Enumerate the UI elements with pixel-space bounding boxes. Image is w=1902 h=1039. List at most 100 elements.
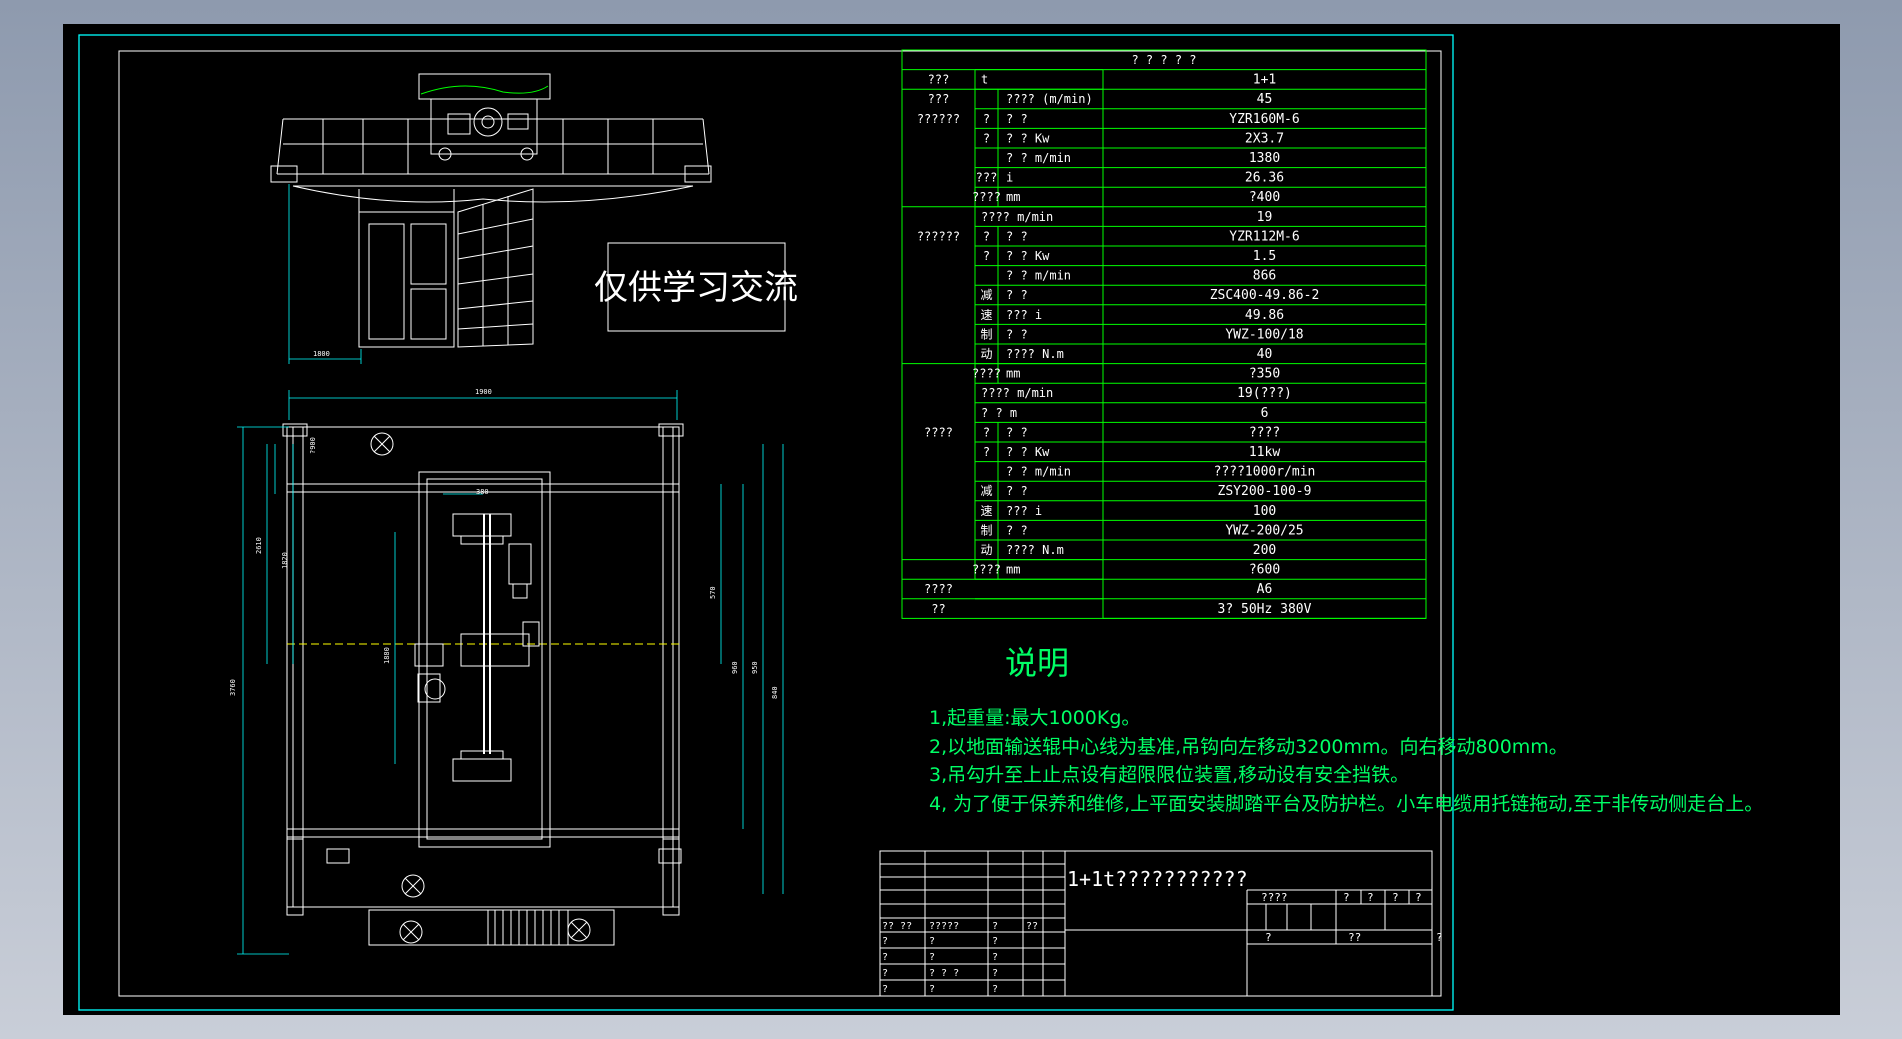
- note-item-2: 2,以地面输送辊中心线为基准,吊钩向左移动3200mm。向右移动800mm。: [929, 736, 1568, 758]
- spec-cell: ???: [928, 73, 950, 87]
- spec-cell: ? ? m/min: [1006, 465, 1071, 479]
- spec-cell: ?350: [1249, 367, 1280, 382]
- spec-cell: ? ?: [1006, 229, 1028, 243]
- spec-cell: ???? m/min: [981, 386, 1053, 400]
- spec-cell: ???? N.m: [1006, 543, 1064, 557]
- dim-left-c: ?900: [309, 437, 317, 454]
- spec-cell: ? ?: [1006, 327, 1028, 341]
- spec-cell: YZR160M-6: [1229, 112, 1299, 127]
- spec-cell: ?600: [1249, 563, 1280, 578]
- spec-cell: ????: [1249, 425, 1280, 440]
- spec-cell: 49.86: [1245, 308, 1284, 323]
- dim-right-a: 570: [709, 586, 717, 599]
- spec-cell: 速: [980, 308, 992, 322]
- spec-cell: ? ?: [1006, 112, 1028, 126]
- spec-cell: 6: [1261, 406, 1269, 421]
- spec-cell: ??: [931, 602, 945, 616]
- spec-cell: 3? 50Hz 380V: [1218, 602, 1312, 617]
- spec-cell: ???: [928, 92, 950, 106]
- spec-cell: 1+1: [1253, 73, 1276, 88]
- spec-cell: 26.36: [1245, 171, 1284, 186]
- drawing-frame: [118, 50, 1442, 997]
- spec-cell: ? ? Kw: [1006, 249, 1050, 263]
- svg-text:?: ?: [929, 936, 935, 947]
- svg-text:?????: ?????: [929, 921, 959, 932]
- spec-cell: ?: [983, 229, 990, 243]
- spec-cell: ???? m/min: [981, 210, 1053, 224]
- spec-cell: ????: [972, 367, 1001, 381]
- spec-cell: ?400: [1249, 190, 1280, 205]
- spec-cell: mm: [1006, 367, 1020, 381]
- spec-cell: t: [981, 73, 988, 87]
- dim-top-hook: 380: [476, 488, 489, 496]
- spec-cell: ? ?: [1006, 425, 1028, 439]
- note-item-1: 1,起重量:最大1000Kg。: [929, 707, 1140, 729]
- spec-cell: ????: [924, 582, 953, 596]
- spec-cell: 45: [1257, 92, 1273, 107]
- watermark-box: [607, 242, 786, 332]
- cad-viewport[interactable]: 1800 仅供学习交流: [63, 24, 1840, 1015]
- svg-text:?: ?: [1392, 891, 1399, 904]
- svg-text:??: ??: [1348, 931, 1361, 944]
- spec-cell: ??????: [917, 229, 960, 243]
- spec-cell: mm: [1006, 563, 1020, 577]
- spec-cell: ??? i: [1006, 504, 1042, 518]
- sheet-border: [78, 34, 1454, 1011]
- svg-text:?? ??: ?? ??: [882, 921, 912, 932]
- note-item-4: 4, 为了便于保养和维修,上平面安装脚踏平台及防护栏。小车电缆用托链拖动,至于非…: [929, 793, 1763, 815]
- svg-text:?: ?: [1343, 891, 1350, 904]
- dim-left-a: 2610: [255, 537, 263, 554]
- note-item-3: 3,吊勾升至上止点设有超限限位装置,移动设有安全挡铁。: [929, 764, 1409, 786]
- spec-cell: 100: [1253, 504, 1276, 519]
- plan-view-hatches: [370, 432, 591, 944]
- spec-cell: ???? (m/min): [1006, 92, 1093, 106]
- svg-text:?: ?: [992, 984, 998, 995]
- spec-cell: 2X3.7: [1245, 131, 1284, 146]
- spec-cell: ????: [924, 425, 953, 439]
- spec-cell: 制: [980, 523, 992, 537]
- svg-text:?: ?: [929, 984, 935, 995]
- plan-view-dims: [237, 390, 784, 955]
- spec-cell: ? ? ? ? ?: [1131, 53, 1196, 67]
- svg-text:?: ?: [992, 921, 998, 932]
- spec-cell: ZSY200-100-9: [1218, 484, 1312, 499]
- spec-cell: ??????: [917, 112, 960, 126]
- spec-cell: 动: [980, 543, 992, 557]
- svg-text:?: ?: [882, 968, 888, 979]
- spec-cell: YZR112M-6: [1229, 229, 1299, 244]
- svg-text:?: ?: [1367, 891, 1374, 904]
- spec-cell: 制: [980, 327, 992, 341]
- svg-text:?: ?: [992, 968, 998, 979]
- spec-cell: 866: [1253, 269, 1276, 284]
- dim-right-c: 950: [751, 661, 759, 674]
- spec-cell: ?: [983, 249, 990, 263]
- spec-cell: ????1000r/min: [1214, 465, 1316, 480]
- svg-text:?: ?: [1436, 931, 1443, 944]
- revision-cells: ?? ?? ????? ? ?? ? ? ? ? ? ? ? ? ? ? ? ?…: [882, 921, 1038, 995]
- spec-cell: ? ?: [1006, 288, 1028, 302]
- spec-cell: ???? N.m: [1006, 347, 1064, 361]
- spec-cell: 动: [980, 347, 992, 361]
- spec-cell: ?: [983, 445, 990, 459]
- spec-cell: 200: [1253, 543, 1276, 558]
- title-block: [879, 850, 1433, 997]
- watermark-text: 仅供学习交流: [594, 268, 798, 308]
- spec-cell: ?: [983, 112, 990, 126]
- spec-cell: YWZ-100/18: [1225, 327, 1303, 342]
- svg-text:?: ?: [929, 952, 935, 963]
- dim-plan-width: 1900: [475, 388, 492, 396]
- spec-cell: ?: [983, 425, 990, 439]
- notes-title: 说明: [1005, 644, 1069, 682]
- spec-cell: ????: [972, 563, 1001, 577]
- svg-text:?: ?: [882, 952, 888, 963]
- spec-cell: i: [1006, 171, 1013, 185]
- svg-text:??: ??: [1026, 921, 1038, 932]
- spec-cell: 减: [980, 288, 992, 302]
- cad-drawing: 1800 仅供学习交流: [78, 34, 1763, 1011]
- spec-cell: 19(???): [1237, 386, 1292, 401]
- spec-cell: ? ? Kw: [1006, 445, 1050, 459]
- dim-left-b: 1820: [281, 552, 289, 569]
- drawing-title: 1+1t???????????: [1067, 867, 1248, 891]
- title-block-cells: ???? ? ? ? ? ? ?? ?: [1261, 891, 1443, 944]
- spec-cell: ? ?: [1006, 484, 1028, 498]
